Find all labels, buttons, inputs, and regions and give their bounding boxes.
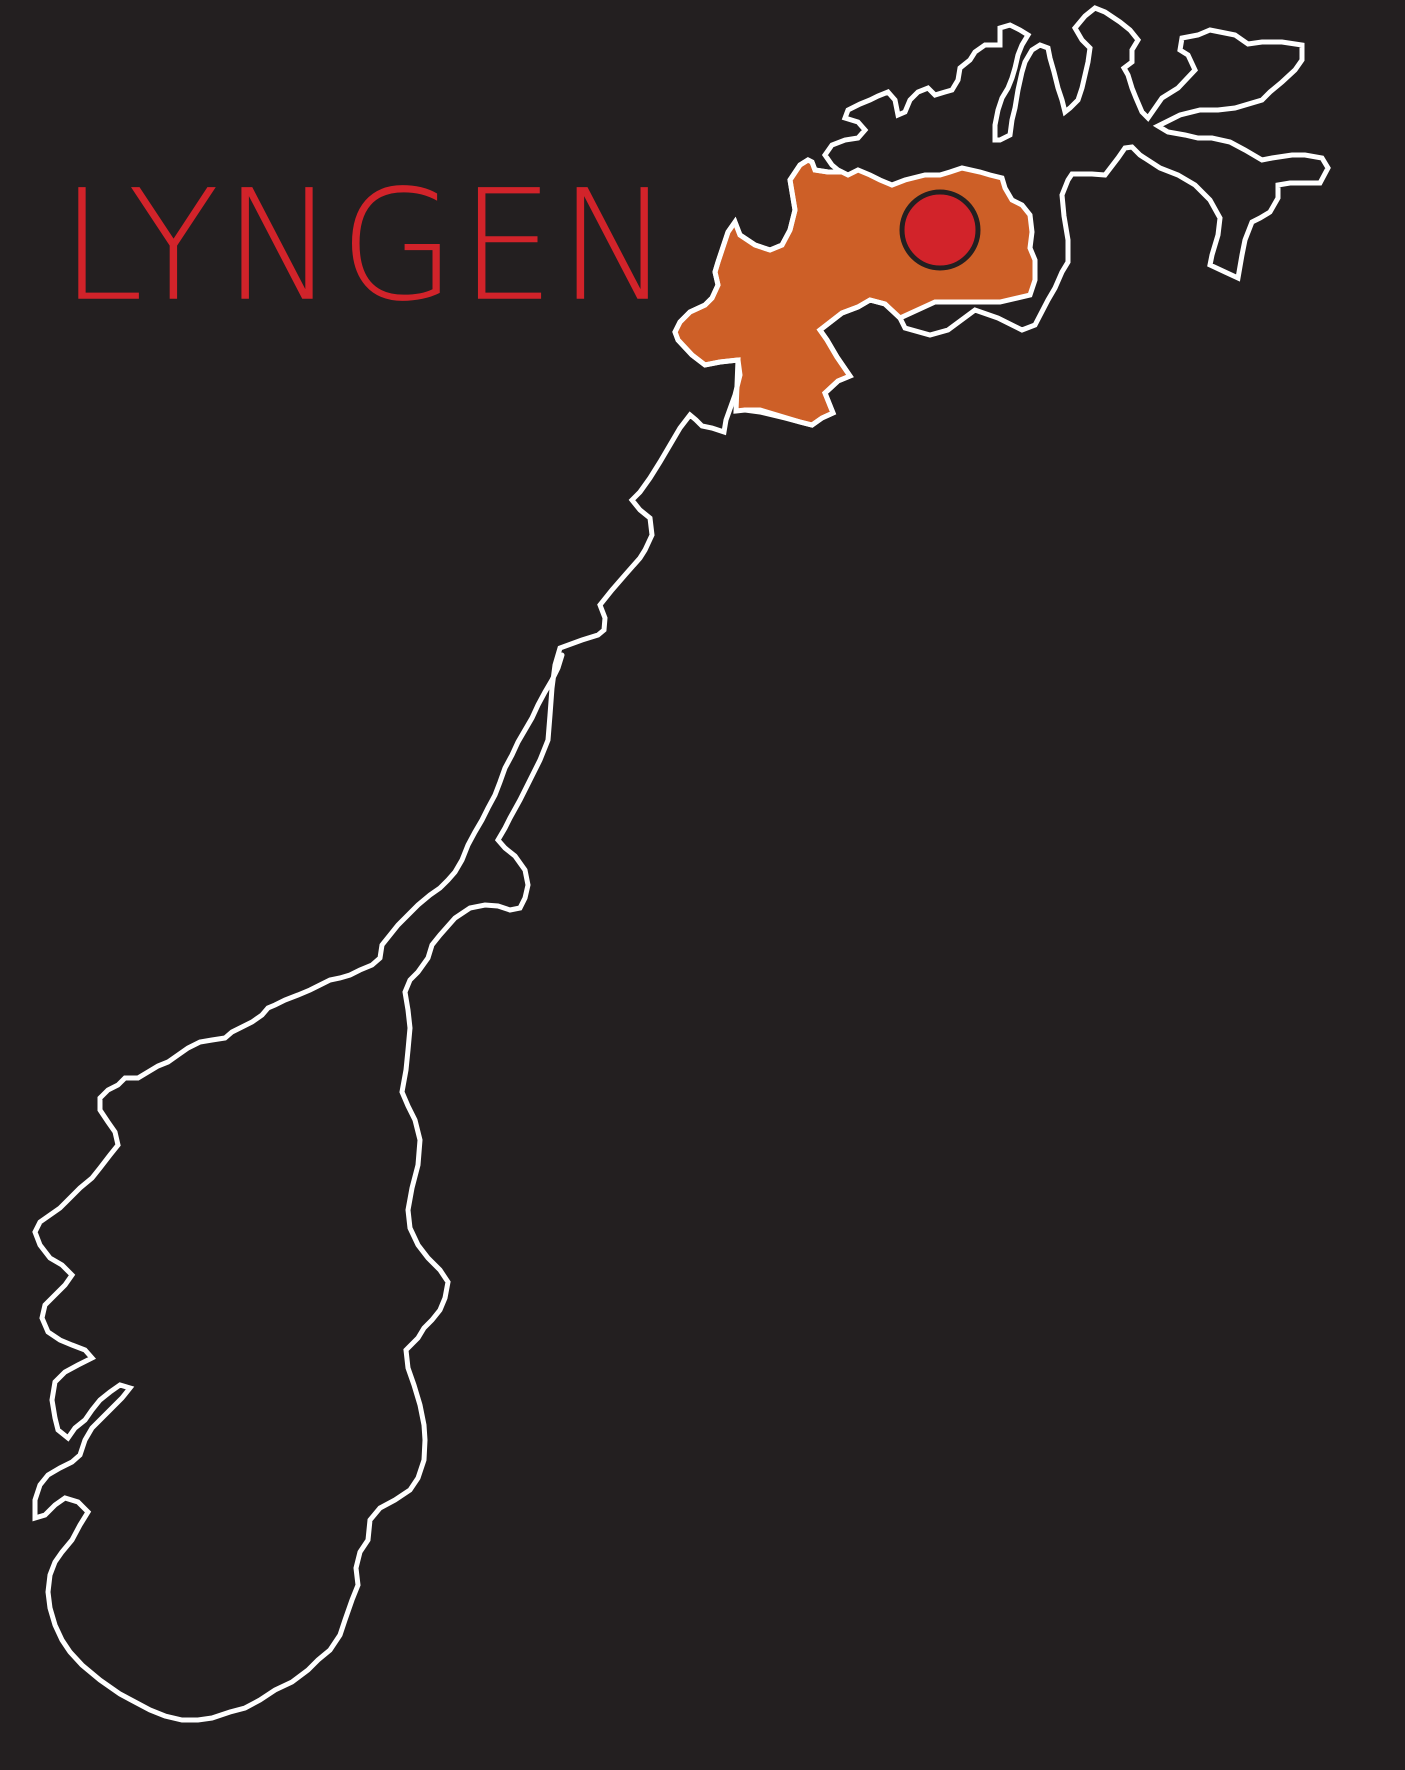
norway-outline bbox=[672, 5, 1331, 428]
troms-region bbox=[672, 157, 1038, 428]
map-title: LYNGEN bbox=[60, 157, 675, 336]
lyngen-location-marker bbox=[899, 189, 981, 271]
norway-coastline bbox=[32, 357, 743, 1723]
